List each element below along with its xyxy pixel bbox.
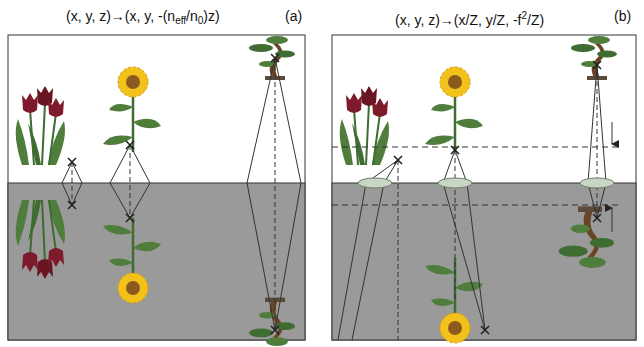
formula-index: eff [175,15,186,26]
formula-text: (x, y, z)→(x/Z, y/Z, -f [395,12,522,28]
formula-index: 0 [198,15,204,26]
formula-text: )z) [203,8,219,24]
formula-text: /n [186,8,198,24]
panel-label: (b) [614,7,631,25]
transform-formula: (x, y, z)→(x/Z, y/Z, -f2/Z) [395,7,544,29]
formula-text: (a) [285,8,302,24]
transform-formula: (x, y, z)→(x, y, -(neff/n0)z) [66,7,220,30]
formula-text: (x, y, z)→(x, y, -(n [66,8,175,24]
formula-text: (b) [614,8,631,24]
panel-label: (a) [285,7,302,25]
formula-index: 2 [522,10,528,21]
formula-text: /Z) [527,12,544,28]
